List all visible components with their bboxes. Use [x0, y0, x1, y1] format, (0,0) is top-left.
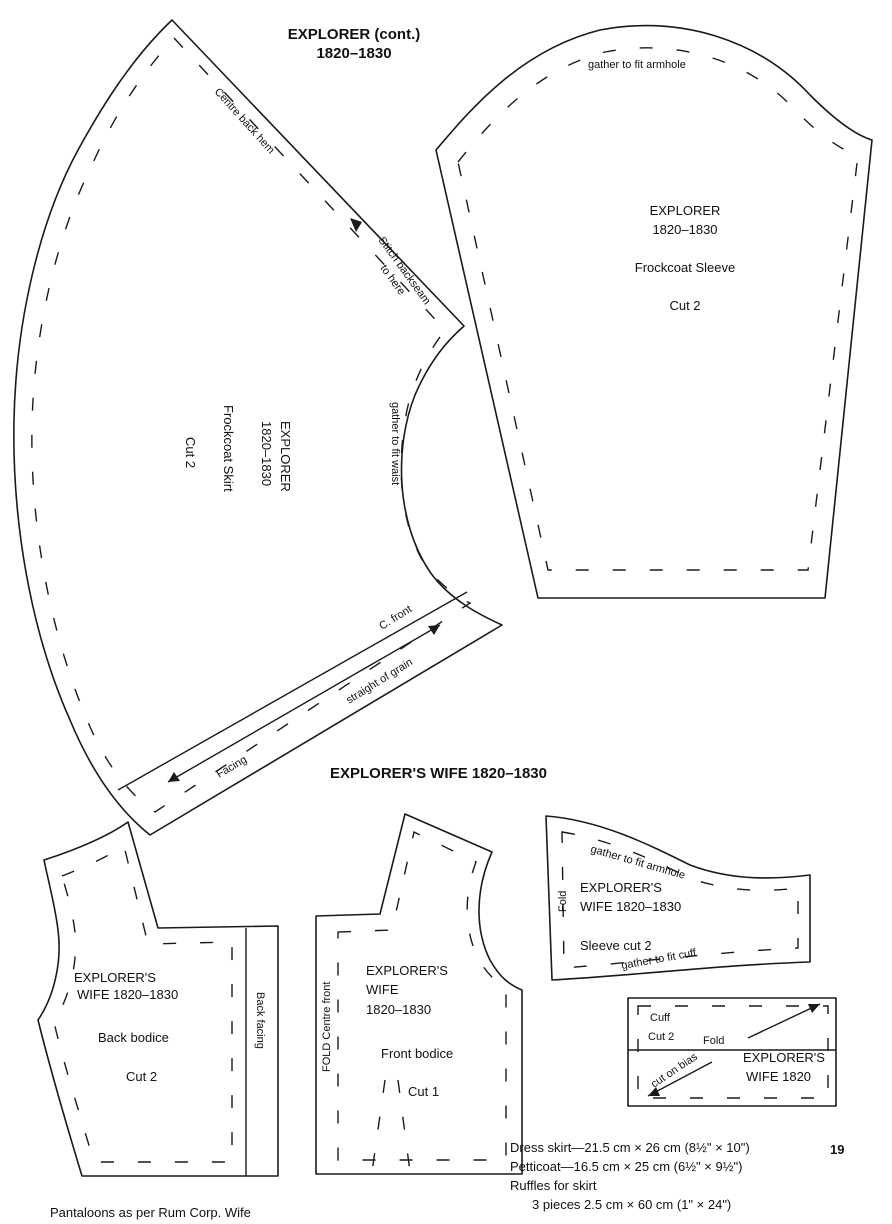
back-facing-label: Back facing: [254, 992, 266, 1049]
facing-label: Facing: [215, 754, 250, 781]
wife-sleeve-edge-top: gather to fit armhole: [589, 843, 686, 882]
wife-sleeve-name: EXPLORER'S: [580, 880, 662, 895]
cuff-line2: WIFE 1820: [746, 1069, 811, 1084]
front-bodice-name: EXPLORER'S: [366, 963, 448, 978]
skirt-years: 1820–1830: [259, 421, 274, 486]
page-number: 19: [830, 1142, 844, 1157]
edge-label-gather-waist: gather to fit waist: [389, 402, 401, 485]
cuff-fold: Fold: [703, 1035, 724, 1047]
front-dart-left: [371, 1079, 386, 1173]
frockcoat-sleeve-piece: gather to fit armhole EXPLORER 1820–1830…: [435, 24, 873, 599]
grain-arrow-line: [167, 624, 441, 783]
back-bodice-piece: EXPLORER'S WIFE 1820–1830 Back bodice Cu…: [37, 821, 279, 1177]
cuff-bias-arrow-lower: [647, 1061, 713, 1097]
back-bodice-seam: [53, 844, 233, 1163]
back-bodice-line2: WIFE 1820–1830: [77, 987, 178, 1002]
cuff-name: EXPLORER'S: [743, 1050, 825, 1065]
note-ruffles: Ruffles for skirt: [510, 1178, 597, 1193]
edge-label-gather-armhole: gather to fit armhole: [588, 59, 686, 71]
edge-label-c-front: C. front: [377, 603, 414, 632]
wife-sleeve-fold: Fold: [557, 891, 569, 912]
frockcoat-sleeve-seam: [457, 47, 859, 571]
skirt-cut: Cut 2: [183, 437, 198, 468]
sleeve-name: EXPLORER: [650, 203, 721, 218]
front-bodice-line2: WIFE: [366, 982, 399, 997]
sleeve-label: Frockcoat Sleeve: [635, 260, 735, 275]
frockcoat-sleeve-outline: [435, 24, 873, 599]
facing-line: [117, 591, 468, 791]
frockcoat-skirt-seam: [31, 36, 472, 813]
grain-arrow-head-left: [168, 772, 180, 782]
front-bodice-seam: [337, 830, 507, 1161]
frockcoat-skirt-outline: [13, 19, 503, 836]
back-bodice-cut: Cut 2: [126, 1069, 157, 1084]
cuff-arrow-head-lower: [648, 1087, 660, 1096]
cuff-piece: Cuff Cut 2 Fold cut on bias EXPLORER'S W…: [627, 997, 837, 1107]
note-ruffle-pieces: 3 pieces 2.5 cm × 60 cm (1" × 24"): [532, 1197, 731, 1212]
footer-note: Pantaloons as per Rum Corp. Wife: [50, 1205, 251, 1220]
front-bodice-piece: FOLD Centre front EXPLORER'S WIFE 1820–1…: [315, 813, 523, 1175]
back-bodice-name: EXPLORER'S: [74, 970, 156, 985]
cuff-seam: [637, 1005, 829, 1099]
sleeve-cut: Cut 2: [669, 298, 700, 313]
cuff-cut: Cut 2: [648, 1031, 674, 1043]
front-bodice-cut: Cut 1: [408, 1084, 439, 1099]
page-title: EXPLORER (cont.): [288, 26, 421, 43]
sleeve-years: 1820–1830: [652, 222, 717, 237]
cuff-label: Cuff: [650, 1012, 671, 1024]
wife-sleeve-piece: gather to fit armhole Fold EXPLORER'S WI…: [545, 815, 811, 981]
front-fold-label: FOLD Centre front: [321, 982, 333, 1072]
skirt-name: EXPLORER: [278, 421, 293, 492]
cuff-bias-arrow-upper: [747, 1003, 821, 1039]
wife-sleeve-outline: [545, 815, 811, 981]
skirt-label: Frockcoat Skirt: [221, 405, 236, 492]
grain-arrow-head-right: [428, 625, 440, 635]
cuff-bias: cut on bias: [649, 1051, 700, 1091]
back-bodice-label: Back bodice: [98, 1030, 169, 1045]
backseam-marker: [350, 218, 362, 232]
front-bodice-outline: [315, 813, 523, 1175]
front-bodice-label: Front bodice: [381, 1046, 453, 1061]
front-dart-right: [397, 1079, 411, 1173]
front-bodice-years: 1820–1830: [366, 1002, 431, 1017]
note-petticoat: Petticoat—16.5 cm × 25 cm (6½" × 9½"): [510, 1159, 743, 1174]
wife-sleeve-seam: [561, 831, 799, 969]
back-bodice-outline: [37, 821, 279, 1177]
wife-sleeve-label: Sleeve cut 2: [580, 938, 652, 953]
page-title-years: 1820–1830: [316, 45, 391, 62]
note-dress-skirt: Dress skirt—21.5 cm × 26 cm (8½" × 10"): [510, 1140, 750, 1155]
fabric-notes: Dress skirt—21.5 cm × 26 cm (8½" × 10") …: [510, 1140, 750, 1212]
frockcoat-skirt-piece: Centre back hem Stitch backseam to here …: [13, 19, 503, 836]
cuff-arrow-head-upper: [808, 1004, 820, 1013]
wife-sleeve-line2: WIFE 1820–1830: [580, 899, 681, 914]
section-title: EXPLORER'S WIFE 1820–1830: [330, 765, 547, 782]
cuff-outline: [627, 997, 837, 1107]
